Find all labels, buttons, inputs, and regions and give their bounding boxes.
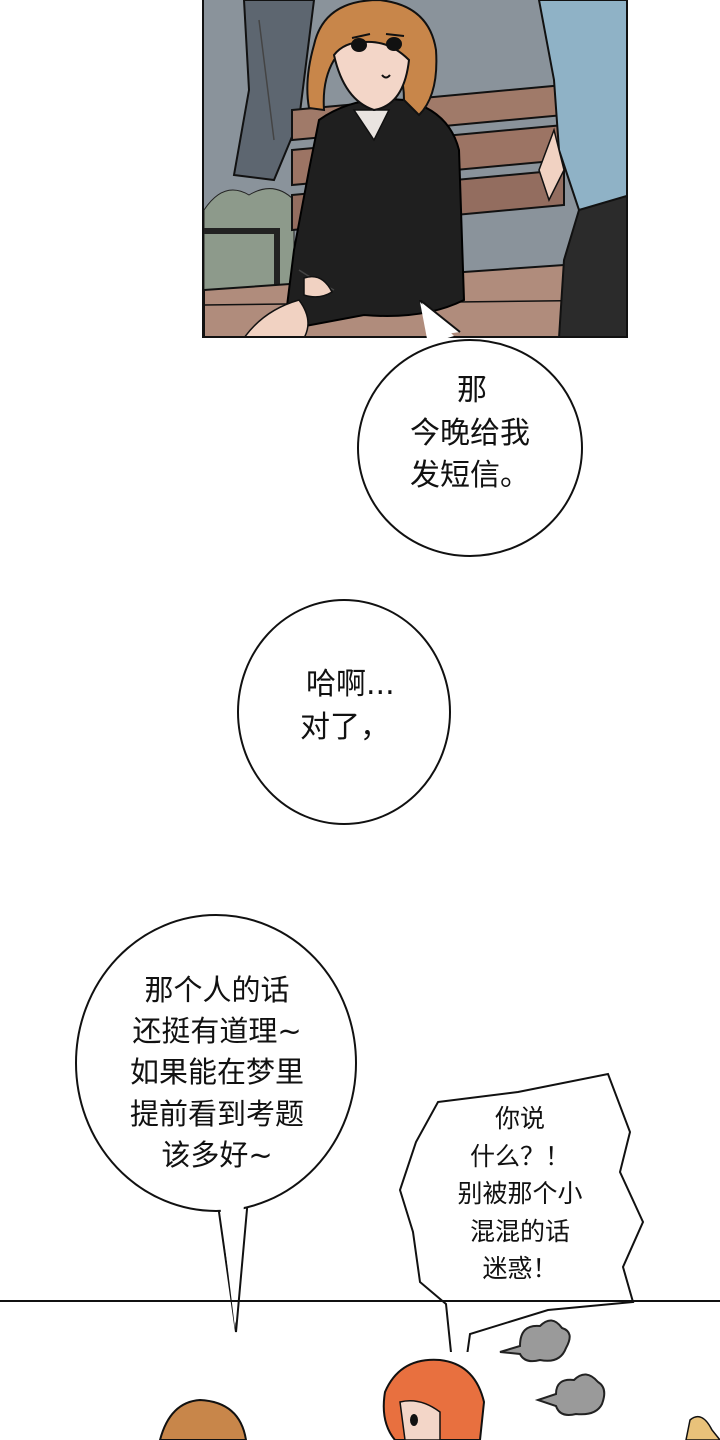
girl-head-icon	[158, 1398, 248, 1440]
comic-panel-bench-scene	[202, 0, 628, 338]
speech-bubble-3	[75, 914, 357, 1333]
speech-bubble-2	[237, 599, 451, 825]
bubble-2-text: 哈啊... 对了，	[270, 664, 410, 749]
redhead-boy-head-icon	[382, 1358, 486, 1440]
smoke-puff-icon	[499, 1319, 571, 1363]
shout-bubble-4	[398, 1072, 645, 1352]
bubble-4-text: 你说 什么？！ 别被那个小 混混的话 迷惑！	[420, 1100, 620, 1288]
tree-trunk-icon	[232, 0, 316, 182]
bubble-2-line: 哈啊...	[306, 667, 395, 702]
bubble-4-line: 什么？！	[469, 1141, 570, 1171]
smoke-puff-icon	[534, 1373, 606, 1416]
bubble-3-line: 那个人的话	[144, 973, 290, 1007]
bubble-4-line: 迷惑！	[482, 1254, 558, 1283]
bubble-1-line: 那	[457, 373, 487, 408]
comic-panel-bottom-scene	[0, 1302, 720, 1440]
bubble-3-line: 如果能在梦里	[129, 1055, 304, 1090]
bubble-3-line: 该多好~	[161, 1137, 273, 1172]
bubble-4-line: 混混的话	[469, 1216, 570, 1246]
bench-scene-illustration	[204, 0, 626, 336]
bubble-1-line: 今晚给我	[410, 415, 530, 451]
bubble-1-text: 那 今晚给我 发短信。	[385, 370, 555, 498]
panel-divider	[0, 1300, 720, 1302]
bubble-4-line: 别被那个小	[457, 1179, 583, 1208]
bubble-1-line: 发短信。	[410, 458, 530, 494]
bottom-scene-illustration	[158, 1319, 720, 1440]
bubble-4-line: 你说	[494, 1104, 545, 1133]
speech-bubble-1	[357, 300, 583, 557]
bubble-2-line: 对了，	[300, 709, 390, 745]
bubble-3-line: 还挺有道理~	[132, 1014, 302, 1049]
man-blue-shirt-icon	[537, 0, 626, 336]
girl-in-black-hoodie-icon	[244, 0, 466, 336]
bubble-3-line: 提前看到考题	[129, 1096, 304, 1131]
bubble-3-text: 那个人的话 还挺有道理~ 如果能在梦里 提前看到考题 该多好~	[92, 970, 342, 1176]
